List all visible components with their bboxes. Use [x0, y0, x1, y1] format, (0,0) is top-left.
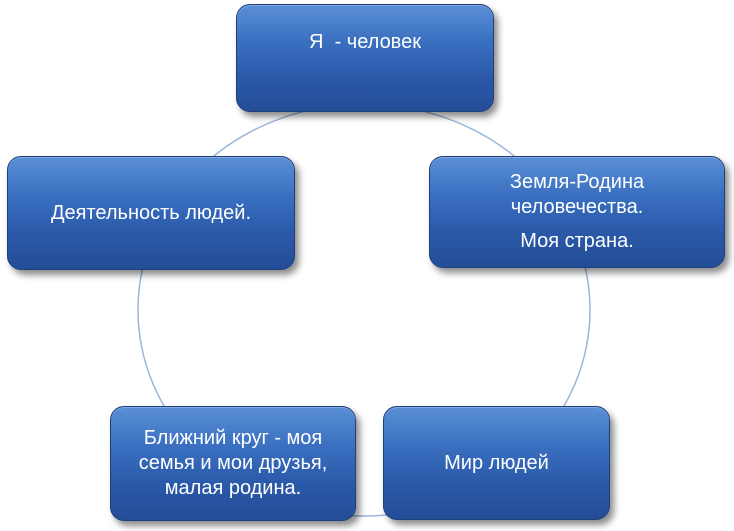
node-label: Я - человек [309, 31, 421, 53]
node-blizhniy-krug: Ближний круг - моя семья и мои друзья, м… [110, 406, 356, 521]
node-label: Земля-Родина [509, 171, 645, 193]
node-zemlya-rodina: Земля-Родина человечества. Моя страна. [429, 156, 725, 268]
node-label: Моя страна. [520, 230, 634, 252]
node-label: человечества. [510, 196, 644, 218]
node-deyatelnost-lyudey: Деятельность людей. [7, 156, 295, 270]
node-label: Мир людей [444, 451, 549, 474]
node-label: Деятельность людей. [50, 201, 252, 224]
node-ya-chelovek: Я - человек [236, 4, 494, 112]
node-label: семья и мои друзья, [138, 452, 328, 474]
node-label: Ближний круг - моя [143, 427, 323, 449]
node-label: малая родина. [164, 477, 302, 499]
node-mir-lyudey: Мир людей [383, 406, 610, 520]
